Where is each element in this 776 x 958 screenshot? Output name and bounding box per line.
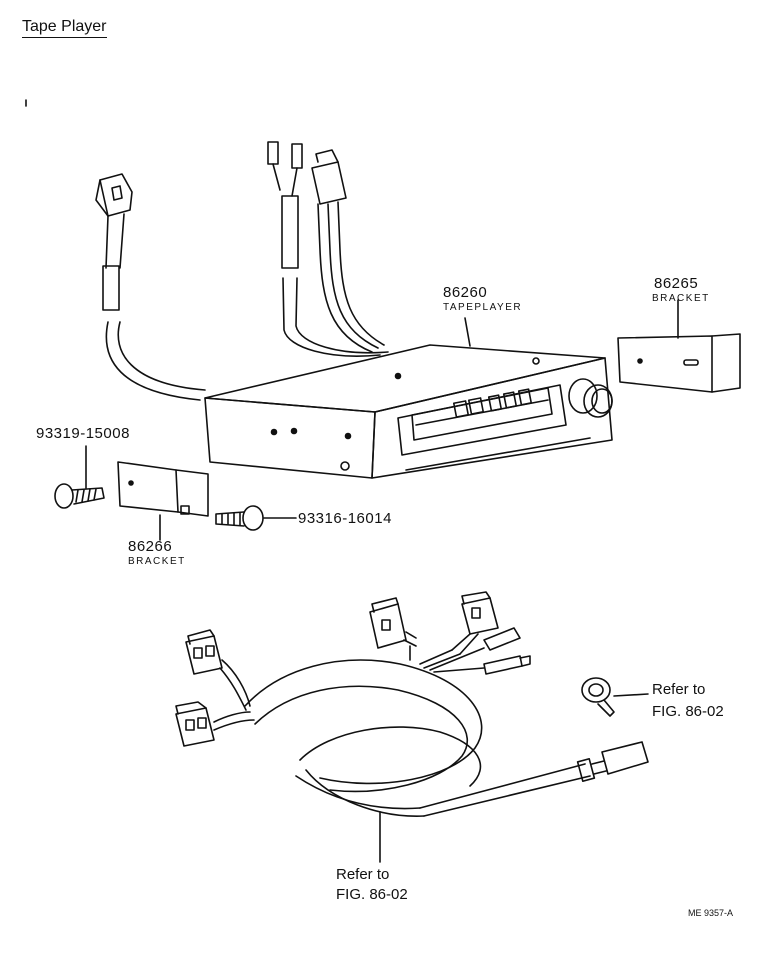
part-number-screw-1: 93319-15008 — [36, 425, 130, 442]
diagram-title: Tape Player — [22, 18, 107, 38]
clamp-fig-ref: FIG. 86-02 — [652, 703, 724, 720]
part-number-bracket-right: 86265 — [654, 275, 699, 292]
part-name-bracket-left: BRACKET — [128, 556, 186, 567]
tape-player-unit — [204, 317, 613, 479]
part-name-tapeplayer: TAPEPLAYER — [443, 302, 523, 313]
bracket-86266 — [117, 461, 209, 541]
part-number-screw-2: 93316-16014 — [298, 510, 392, 527]
part-number-tapeplayer: 86260 — [443, 284, 488, 301]
clamp — [581, 677, 649, 717]
clamp-refer-to: Refer to — [652, 681, 706, 698]
figure-code: ME 9357-A — [688, 908, 734, 918]
harness-refer-to: Refer to — [336, 866, 390, 883]
screw-93316-16014 — [215, 505, 297, 531]
harness-fig-ref: FIG. 86-02 — [336, 886, 408, 903]
screw-93319-15008 — [54, 445, 105, 509]
part-number-bracket-left: 86266 — [128, 538, 173, 555]
wire-harness — [175, 591, 649, 863]
unit-wiring — [95, 141, 389, 401]
part-name-bracket-right: BRACKET — [652, 293, 710, 304]
bracket-86265 — [617, 299, 741, 393]
